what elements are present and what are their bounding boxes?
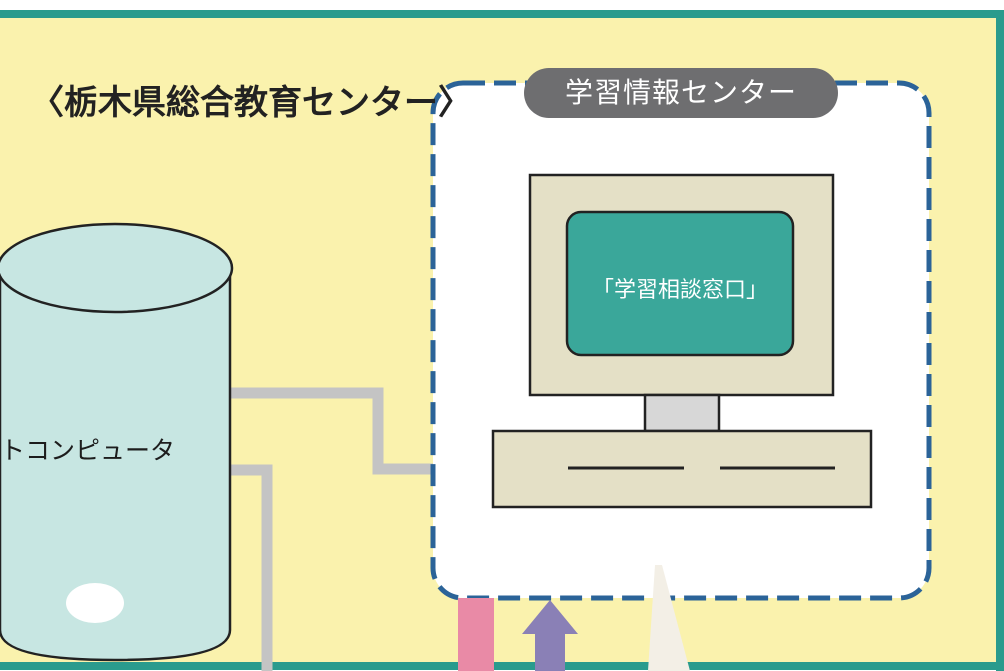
monitor-stand: [643, 393, 721, 433]
desktop-computer-icon: [491, 173, 873, 509]
server-label: トコンピュータ: [0, 436, 176, 465]
database-cylinder-icon: [0, 222, 234, 662]
organization-label: 〈栃木県総合教育センター〉: [30, 83, 472, 123]
monitor-screen: [565, 210, 795, 357]
screen-label: 「学習相談窓口」: [591, 278, 768, 303]
up-arrow-icon: [522, 600, 578, 671]
pink-arrow-shaft: [458, 598, 494, 671]
light-beam: [648, 565, 690, 671]
center-badge: 学習情報センター: [524, 68, 838, 118]
connector-line-lower: [230, 464, 273, 671]
center-label: 学習情報センター: [564, 76, 797, 109]
